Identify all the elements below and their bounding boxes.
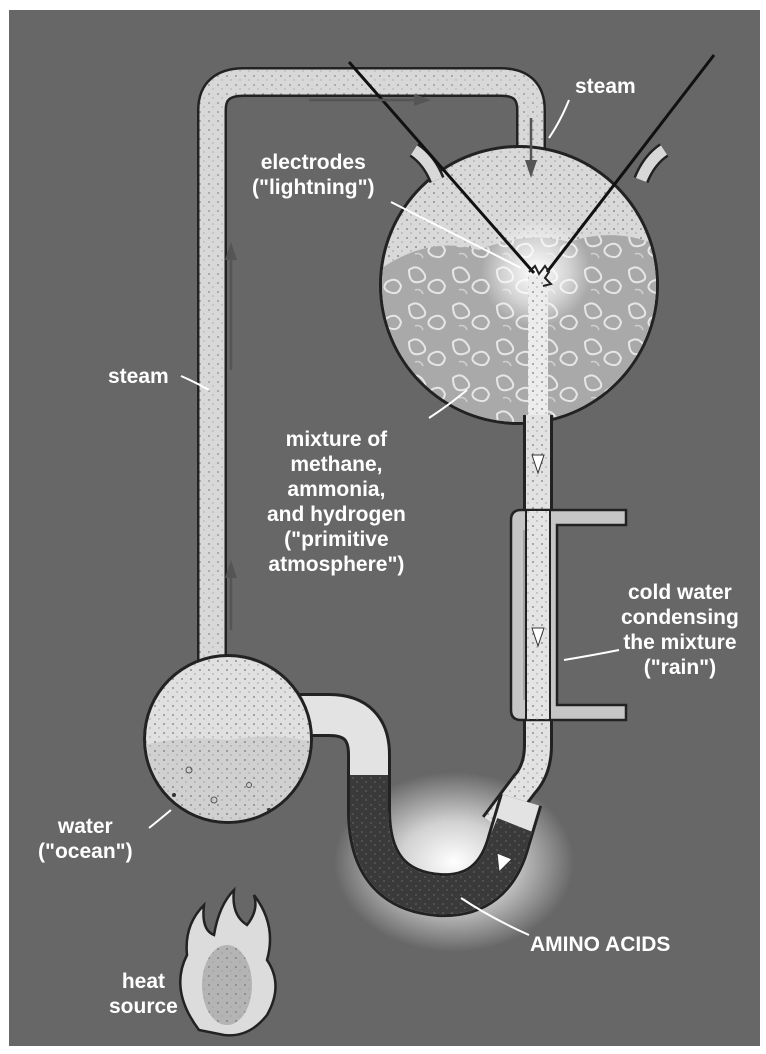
label-water-line1: water [38,814,133,839]
label-electrodes-line1: electrodes [252,150,375,175]
label-cold-water-line3: the mixture [621,630,739,655]
label-water-line2: ("ocean") [38,839,133,864]
label-heat-source: heat source [109,969,178,1019]
label-heat-line2: source [109,994,178,1019]
label-water: water ("ocean") [38,814,133,864]
label-amino-acids: AMINO ACIDS [530,932,670,957]
label-cold-water-line1: cold water [621,580,739,605]
label-mixture-line5: ("primitive [267,527,406,552]
label-mixture-line4: and hydrogen [267,502,406,527]
label-steam-left: steam [108,364,169,389]
label-mixture-line1: mixture of [267,427,406,452]
label-cold-water: cold water condensing the mixture ("rain… [621,580,739,680]
label-cold-water-line2: condensing [621,605,739,630]
diagram-canvas: steam electrodes ("lightning") steam mix… [9,10,760,1046]
label-steam-top: steam [575,74,636,99]
label-cold-water-line4: ("rain") [621,655,739,680]
label-heat-line1: heat [109,969,178,994]
label-mixture-line6: atmosphere") [267,552,406,577]
label-electrodes-line2: ("lightning") [252,175,375,200]
label-mixture-line2: methane, [267,452,406,477]
label-mixture-line3: ammonia, [267,477,406,502]
label-mixture: mixture of methane, ammonia, and hydroge… [267,427,406,577]
label-electrodes: electrodes ("lightning") [252,150,375,200]
